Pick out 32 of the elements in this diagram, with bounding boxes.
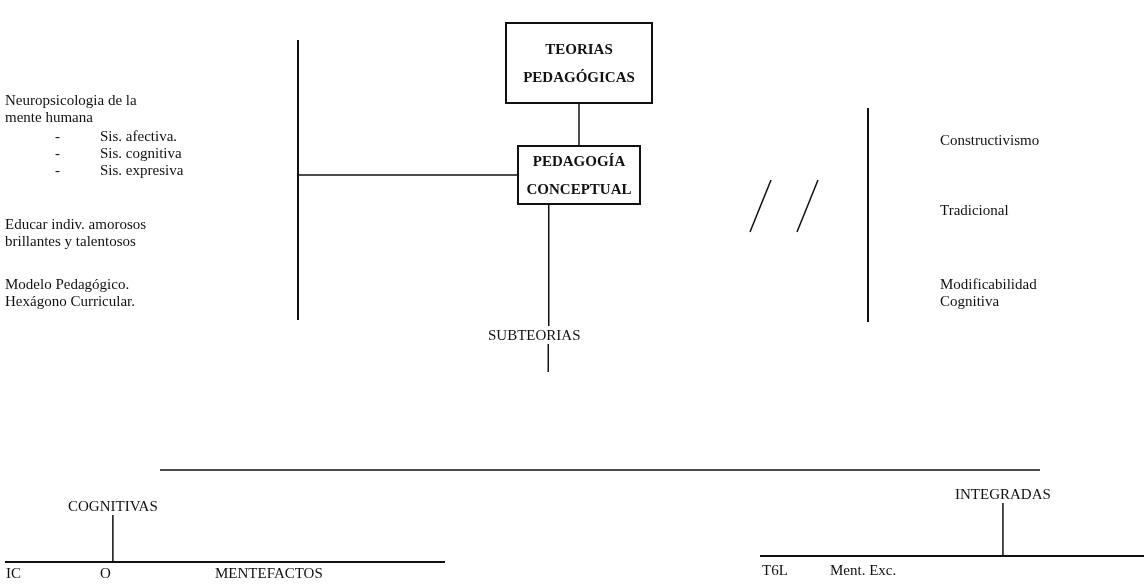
text-label: Educar indiv. amorosos brillantes y talentosos bbox=[5, 216, 148, 250]
connector-line bbox=[578, 103, 580, 146]
baseline-bar bbox=[5, 561, 445, 563]
box-title: TEORIAS PEDAGÓGICAS bbox=[522, 39, 636, 87]
text-label: Sis. expresiva bbox=[100, 162, 185, 179]
connector-line bbox=[112, 514, 114, 562]
text-label: Sis. afectiva. bbox=[100, 128, 179, 145]
text-label: MENTEFACTOS bbox=[215, 565, 324, 582]
branch-heading: SUBTEORIAS bbox=[488, 326, 581, 344]
text-label: Tradicional bbox=[940, 202, 1010, 219]
text-label: Modificabilidad Cognitiva bbox=[940, 276, 1038, 310]
title-box bbox=[505, 22, 653, 104]
bullet-dash: - bbox=[55, 128, 61, 145]
box-title: PEDAGOGÍA CONCEPTUAL bbox=[526, 151, 632, 199]
connector-line bbox=[298, 174, 518, 176]
bullet-dash: - bbox=[55, 145, 61, 162]
text-label: Sis. cognitiva bbox=[100, 145, 183, 162]
connector-line bbox=[548, 204, 550, 327]
text-label: O bbox=[100, 565, 112, 582]
bullet-dash: - bbox=[55, 162, 61, 179]
concept-box bbox=[517, 145, 641, 205]
branch-heading: INTEGRADAS bbox=[955, 485, 1051, 503]
bracket-line bbox=[297, 40, 299, 320]
text-label: IC bbox=[6, 565, 22, 582]
text-label: Constructivismo bbox=[940, 132, 1041, 149]
connector-line bbox=[1002, 502, 1004, 556]
text-label: Ment. Exc. bbox=[830, 562, 898, 579]
baseline-bar bbox=[760, 555, 1144, 557]
branch-heading: COGNITIVAS bbox=[68, 497, 158, 515]
text-label: Modelo Pedagógico. Hexágono Curricular. bbox=[5, 276, 136, 310]
text-label: Neuropsicologia de la mente humana bbox=[5, 92, 138, 126]
text-label: T6L bbox=[762, 562, 789, 579]
